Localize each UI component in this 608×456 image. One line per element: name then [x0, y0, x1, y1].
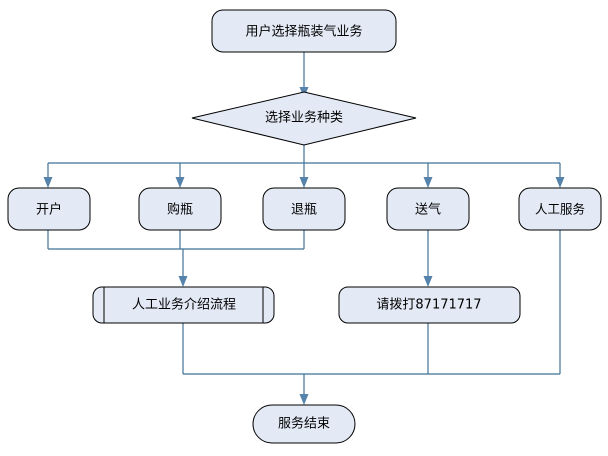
node-start[interactable]: 用户选择瓶装气业务: [211, 9, 397, 53]
node-option-open-account-label: 开户: [36, 202, 62, 218]
arrowhead-option-4: [423, 177, 433, 188]
arrowhead-option-5: [555, 177, 565, 188]
arrowhead-option-1: [43, 177, 53, 188]
node-decision-shape[interactable]: [191, 91, 417, 146]
node-option-buy-bottle-label: 购瓶: [167, 202, 193, 218]
node-start-shape[interactable]: [211, 9, 397, 53]
arrowhead-option-3: [299, 177, 309, 188]
node-option-buy-bottle[interactable]: 购瓶: [138, 187, 222, 231]
node-manual-intro-process-shape[interactable]: [92, 286, 275, 324]
node-option-open-account[interactable]: 开户: [7, 187, 91, 231]
arrowhead-option-2: [175, 177, 185, 188]
node-decision-label: 选择业务种类: [265, 110, 343, 126]
node-option-return-bottle-label: 退瓶: [291, 203, 317, 218]
node-manual-intro-process[interactable]: 人工业务介绍流程: [92, 286, 275, 324]
node-call-number-label: 请拨打87171717: [376, 298, 481, 313]
node-option-deliver-gas[interactable]: 送气: [386, 187, 470, 231]
arrowhead-end: [299, 394, 309, 405]
node-decision[interactable]: 选择业务种类: [191, 91, 417, 146]
node-option-deliver-gas-shape[interactable]: [386, 187, 470, 231]
node-end[interactable]: 服务结束: [252, 404, 356, 444]
node-option-return-bottle[interactable]: 退瓶: [262, 187, 346, 231]
edge-layer: [43, 52, 565, 405]
node-start-label: 用户选择瓶装气业务: [245, 24, 362, 40]
node-call-number-shape[interactable]: [338, 286, 521, 324]
arrowhead-call-number: [423, 276, 433, 287]
node-manual-intro-process-label: 人工业务介绍流程: [132, 297, 236, 313]
node-option-manual-service-label: 人工服务: [535, 202, 585, 217]
node-option-manual-service[interactable]: 人工服务: [518, 187, 602, 231]
node-end-shape[interactable]: [252, 404, 356, 444]
node-option-manual-service-shape[interactable]: [518, 187, 602, 231]
node-option-open-account-shape[interactable]: [7, 187, 91, 231]
node-option-buy-bottle-shape[interactable]: [138, 187, 222, 231]
arrowhead-manual-intro: [178, 276, 188, 287]
node-call-number[interactable]: 请拨打87171717: [338, 286, 521, 324]
node-option-return-bottle-shape[interactable]: [262, 187, 346, 231]
node-end-label: 服务结束: [278, 416, 330, 432]
node-option-deliver-gas-label: 送气: [415, 202, 441, 218]
